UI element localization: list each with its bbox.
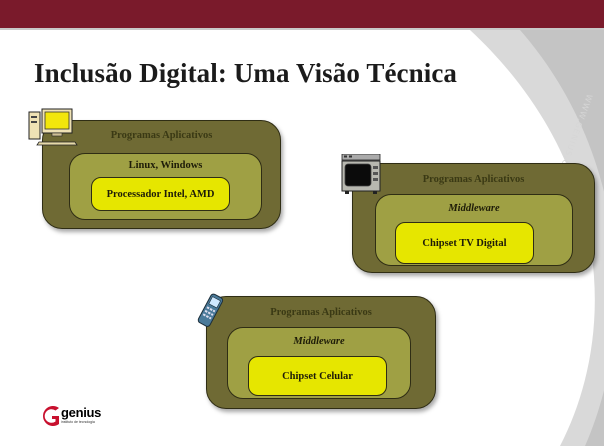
genius-logo-name: genius	[61, 405, 102, 420]
tv-middleware-label: Middleware	[448, 203, 500, 214]
pc-applications-label: Programas Aplicativos	[110, 130, 213, 141]
genius-logo-mark-icon	[43, 406, 59, 426]
mobile-chipset-layer: Chipset Celular	[248, 356, 387, 396]
pc-processor-layer: Processador Intel, AMD	[91, 177, 230, 211]
top-bar	[0, 0, 604, 28]
tv-applications-label: Programas Aplicativos	[422, 174, 525, 185]
mobile-middleware-label: Middleware	[293, 336, 345, 347]
tv-chipset-label: Chipset TV Digital	[422, 237, 507, 249]
top-bar-divider	[0, 28, 604, 30]
slide-title: Inclusão Digital: Uma Visão Técnica	[34, 58, 458, 88]
mobile-phone-icon	[197, 293, 224, 327]
pc-os-label: Linux, Windows	[128, 160, 203, 171]
television-icon	[341, 154, 381, 194]
mobile-applications-label: Programas Aplicativos	[270, 307, 372, 318]
desktop-computer-icon	[28, 108, 78, 146]
mobile-chipset-label: Chipset Celular	[282, 370, 353, 382]
genius-logo-tagline: instituto de tecnologia	[61, 420, 95, 424]
pc-processor-label: Processador Intel, AMD	[106, 188, 215, 200]
tv-chipset-layer: Chipset TV Digital	[395, 222, 534, 264]
